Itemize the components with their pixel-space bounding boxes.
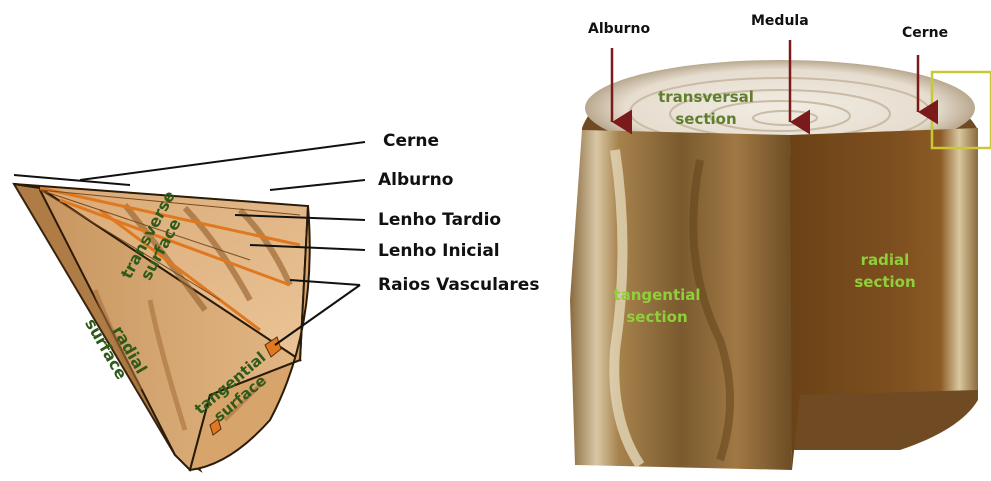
label-alburno-right: Alburno	[588, 21, 650, 37]
wood-wedge-diagram: Cerne Alburno Lenho Tardio Lenho Inicial…	[14, 131, 539, 470]
label-radial-section-1: radial	[861, 251, 910, 269]
label-lenho-inicial: Lenho Inicial	[378, 241, 500, 261]
label-medula: Medula	[751, 13, 809, 29]
label-cerne-left: Cerne	[383, 131, 439, 151]
label-transversal-section-1: transversal	[658, 88, 754, 106]
label-tangential-section-2: section	[626, 308, 687, 326]
label-radial-section-2: section	[854, 273, 915, 291]
label-alburno-left: Alburno	[378, 170, 453, 190]
label-raios-vasculares: Raios Vasculares	[378, 275, 539, 295]
log-cross-section-diagram: Alburno Medula Cerne transversal section…	[570, 13, 991, 470]
label-transversal-section-2: section	[675, 110, 736, 128]
label-lenho-tardio: Lenho Tardio	[378, 210, 501, 230]
label-cerne-right: Cerne	[902, 25, 948, 41]
label-tangential-section-1: tangential	[613, 286, 700, 304]
